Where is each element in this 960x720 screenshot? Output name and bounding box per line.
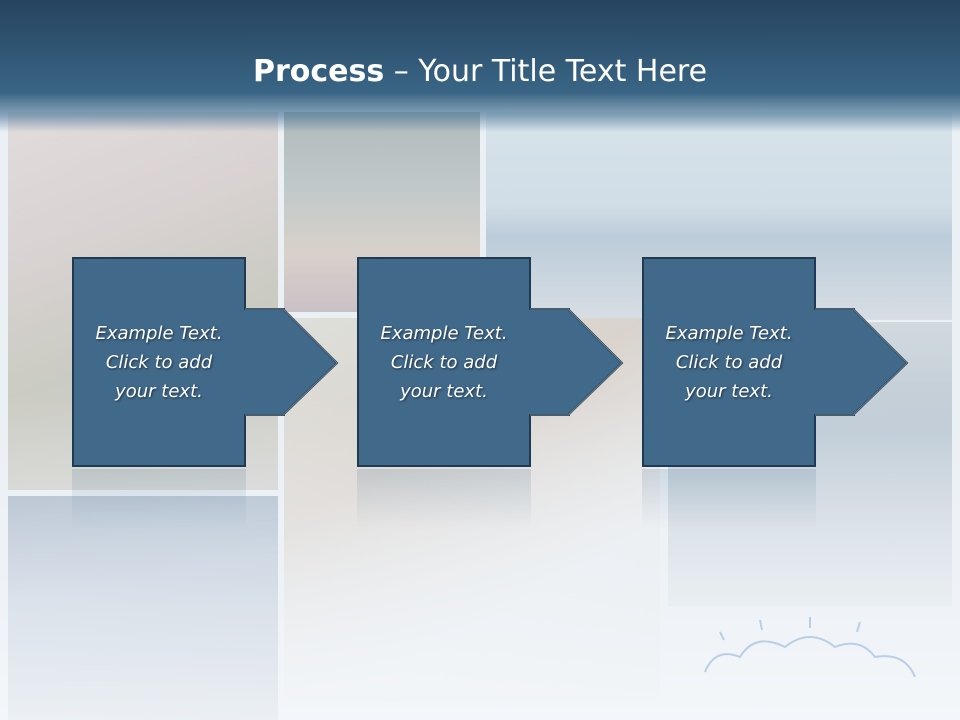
step-text[interactable]: Example Text. Click to add your text. [380,322,508,402]
page-title[interactable]: Process – Your Title Text Here [0,52,960,92]
step-reflection [357,469,531,529]
process-arrow-shape [642,257,909,467]
step-text[interactable]: Example Text. Click to add your text. [95,322,223,402]
title-bold: Process [252,54,385,89]
step-reflection [72,469,246,529]
process-step-3[interactable]: Example Text. Click to add your text. [642,257,938,467]
step-text[interactable]: Example Text. Click to add your text. [665,322,793,402]
title-band [0,0,960,132]
cloud-sketch-icon [704,617,916,678]
step-reflection [642,469,816,529]
title-rest: – Your Title Text Here [384,54,708,89]
process-step-2[interactable]: Example Text. Click to add your text. [357,257,653,467]
process-arrow-shape [72,257,339,467]
process-step-1[interactable]: Example Text. Click to add your text. [72,257,368,467]
process-arrow-shape [357,257,624,467]
